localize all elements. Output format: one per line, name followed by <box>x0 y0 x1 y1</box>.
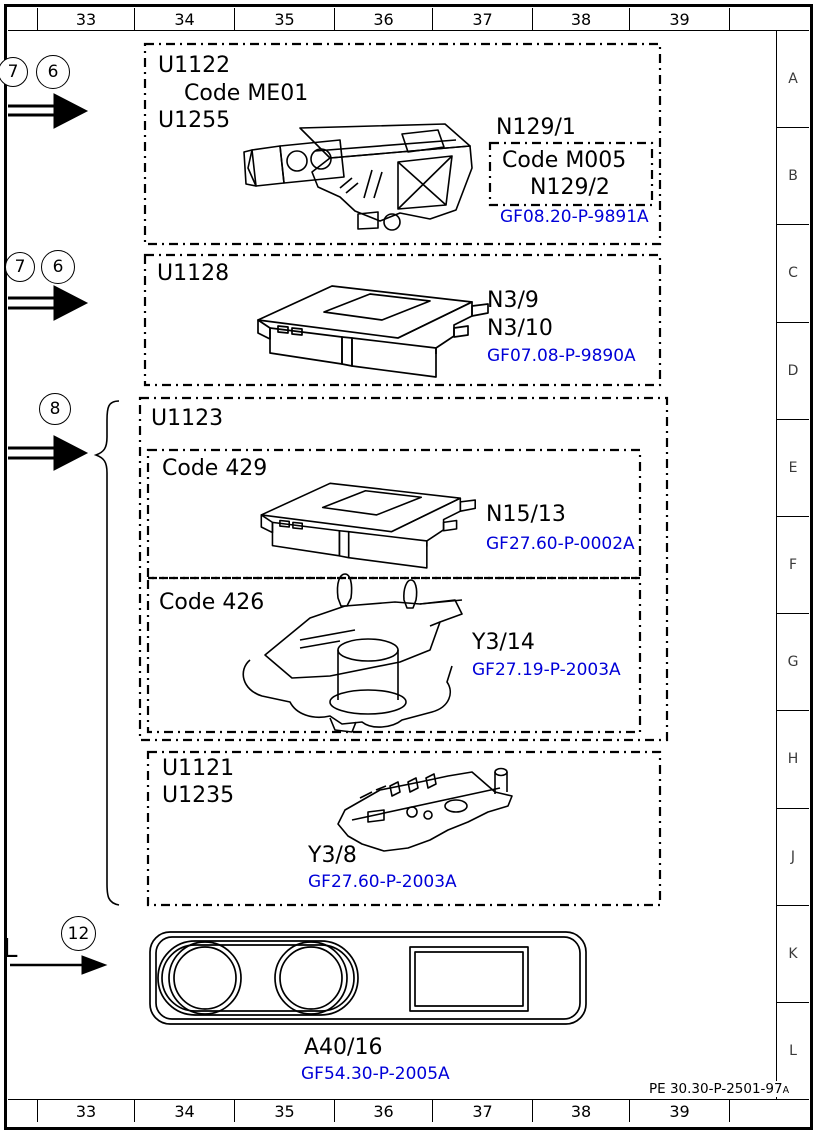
ruler-col: 37 <box>432 8 532 30</box>
ruler-row: J <box>777 809 809 906</box>
ruler-row: C <box>777 225 809 323</box>
ref-u1121: U1121 <box>162 756 235 781</box>
y3-8-plate-illustration <box>337 767 513 852</box>
arrow-group-1 <box>8 93 89 129</box>
ref-code-m005: Code M005 <box>502 148 627 173</box>
ruler-row: K <box>777 906 809 1003</box>
doc-link-gf27-60-0002[interactable]: GF27.60-P-0002A <box>486 534 635 554</box>
ruler-spacer <box>729 1100 809 1122</box>
dashed-box-u1121 <box>146 750 662 907</box>
callout-7-a[interactable]: 7 <box>0 57 28 87</box>
ruler-col: 38 <box>532 8 629 30</box>
dashed-box-u1128 <box>143 253 662 387</box>
column-ruler-top: 33 34 35 36 37 38 39 <box>8 8 809 31</box>
me-control-unit-illustration <box>243 123 473 231</box>
arrow-pointer-l <box>10 955 108 975</box>
ruler-spacer <box>729 8 809 30</box>
doc-link-gf07[interactable]: GF07.08-P-9890A <box>487 346 636 366</box>
pointer-letter-l: L <box>3 934 18 964</box>
document-number-text: PE 30.30-P-2501-97 <box>649 1081 783 1097</box>
callout-12[interactable]: 12 <box>61 916 96 951</box>
ruler-row: H <box>777 711 809 809</box>
ruler-col: 33 <box>37 8 134 30</box>
ref-y3-14: Y3/14 <box>472 630 535 655</box>
ruler-row: G <box>777 614 809 712</box>
ruler-col: 33 <box>37 1100 134 1122</box>
group-brace <box>93 400 120 906</box>
ruler-col: 35 <box>234 8 334 30</box>
row-ruler-right: A B C D E F G H J K L <box>776 31 809 1099</box>
callout-8[interactable]: 8 <box>39 393 71 425</box>
ruler-col: 34 <box>134 8 234 30</box>
ruler-col: 35 <box>234 1100 334 1122</box>
ruler-row: E <box>777 420 809 517</box>
callout-6-b[interactable]: 6 <box>41 250 75 284</box>
ref-code-426: Code 426 <box>159 590 265 615</box>
ruler-row: B <box>777 128 809 226</box>
ruler-row: A <box>777 31 809 129</box>
ruler-row: L <box>789 1042 797 1059</box>
ref-code-me01: Code ME01 <box>184 81 309 106</box>
ruler-col: 39 <box>629 8 729 30</box>
doc-link-gf54[interactable]: GF54.30-P-2005A <box>301 1064 450 1084</box>
ruler-col: 38 <box>532 1100 629 1122</box>
ref-n129-1: N129/1 <box>496 115 576 140</box>
u1128-control-unit-illustration <box>257 285 489 378</box>
arrow-group-2 <box>8 285 89 321</box>
ref-n15-13: N15/13 <box>486 502 566 527</box>
dashed-box-u1123 <box>138 396 669 742</box>
instrument-cluster-illustration <box>149 931 587 1025</box>
ruler-col: 36 <box>334 8 432 30</box>
ref-y3-8: Y3/8 <box>308 843 357 868</box>
ruler-row: D <box>777 323 809 420</box>
ref-n3-10: N3/10 <box>487 316 553 341</box>
document-number-suffix: A <box>782 1085 790 1096</box>
ref-a40-16: A40/16 <box>304 1035 383 1060</box>
doc-link-gf27-19[interactable]: GF27.19-P-2003A <box>472 660 621 680</box>
ruler-col: 34 <box>134 1100 234 1122</box>
ref-u1235: U1235 <box>162 783 235 808</box>
column-ruler-bottom: 33 34 35 36 37 38 39 <box>8 1099 809 1122</box>
callout-6-a[interactable]: 6 <box>36 55 70 89</box>
callout-7-b[interactable]: 7 <box>5 252 35 282</box>
page-border <box>4 4 813 1130</box>
document-number: PE 30.30-P-2501-97A <box>646 1081 793 1097</box>
doc-link-gf27-60-2003[interactable]: GF27.60-P-2003A <box>308 872 457 892</box>
ruler-col: 37 <box>432 1100 532 1122</box>
ref-u1128: U1128 <box>157 261 230 286</box>
arrow-group-3 <box>8 435 89 471</box>
ref-n129-2: N129/2 <box>530 175 610 200</box>
ref-code-429: Code 429 <box>162 456 268 481</box>
ruler-row: F <box>777 517 809 615</box>
doc-link-gf08[interactable]: GF08.20-P-9891A <box>500 207 649 227</box>
y3-14-valve-body-illustration <box>242 573 463 733</box>
ref-n3-9: N3/9 <box>487 288 539 313</box>
ruler-col: 39 <box>629 1100 729 1122</box>
ref-u1122: U1122 <box>158 53 231 78</box>
ruler-col: 36 <box>334 1100 432 1122</box>
dashed-box-code426 <box>146 576 642 734</box>
dashed-box-me <box>143 42 662 246</box>
ref-u1255: U1255 <box>158 108 231 133</box>
n15-13-control-unit-illustration <box>260 482 476 569</box>
ref-u1123: U1123 <box>151 406 224 431</box>
dashed-box-n129-2 <box>488 141 654 207</box>
